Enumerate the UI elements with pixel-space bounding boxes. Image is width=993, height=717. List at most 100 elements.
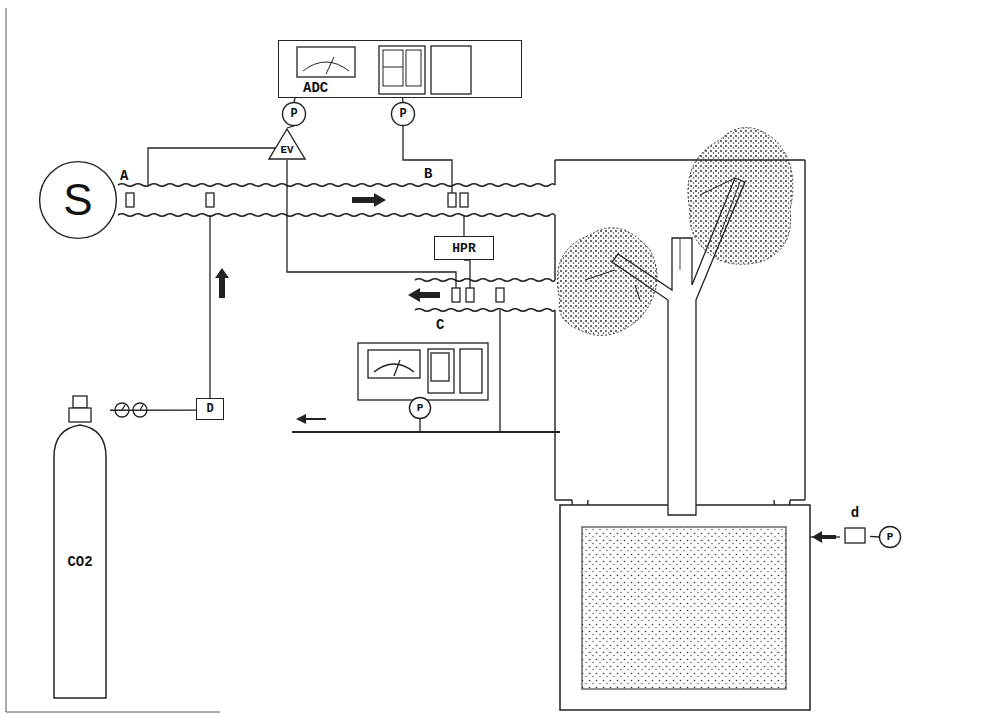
node-outline (879, 526, 900, 547)
flow-arrow (352, 193, 386, 207)
tree (585, 178, 740, 300)
sensor (496, 288, 504, 302)
node-label: CO2 (67, 555, 92, 569)
node-label: P (887, 532, 894, 543)
analyzer (358, 343, 488, 400)
growth-chamber (804, 160, 805, 500)
node-outline (406, 50, 421, 86)
sensor (448, 193, 456, 207)
circle-node: P (879, 526, 901, 548)
wire (463, 215, 464, 236)
wire (464, 260, 470, 288)
connector (870, 536, 879, 538)
regulator (140, 405, 143, 410)
analyzer (358, 343, 488, 400)
tree (680, 238, 681, 270)
node-label: HPR (452, 242, 475, 255)
circle-node: P (391, 102, 415, 126)
flow-arrow (296, 414, 326, 424)
wire (810, 536, 840, 537)
frame (6, 8, 7, 712)
tree (557, 228, 657, 336)
gas-tube (118, 184, 555, 187)
node-outline (50, 395, 110, 700)
gas-tube (415, 279, 555, 282)
node-label: EV (280, 145, 293, 156)
instrument-box: ADC (278, 40, 522, 98)
node-outline (73, 396, 87, 408)
node-outline (409, 397, 430, 418)
sensor (126, 193, 134, 207)
analyzer (368, 350, 420, 378)
frame (6, 8, 220, 712)
sensor (126, 193, 504, 302)
gas-tube (415, 309, 555, 312)
wire (292, 431, 560, 433)
frame (6, 712, 220, 713)
tree (688, 128, 793, 265)
connector (402, 98, 404, 102)
sensor (452, 288, 460, 302)
analyzer (394, 360, 400, 376)
gas-tube (118, 214, 555, 217)
sensor (460, 193, 468, 207)
circle-node: P (409, 397, 431, 419)
soil-container (560, 505, 810, 710)
gas-tube (118, 184, 555, 312)
node-outline (431, 46, 471, 94)
wire (419, 419, 420, 432)
node-label: P (290, 108, 297, 120)
node-outline (383, 67, 403, 68)
part-letter: A (120, 169, 128, 183)
wire (148, 126, 840, 537)
wire (499, 310, 500, 432)
wire (209, 215, 210, 398)
flow-arrow (408, 288, 440, 302)
connector (287, 126, 294, 128)
node-outline (69, 408, 91, 422)
soil-container (560, 505, 810, 710)
growth-chamber (554, 160, 555, 185)
node-outline (845, 528, 865, 543)
wire (148, 148, 276, 185)
flow-arrow (215, 268, 229, 298)
soil-container (582, 527, 786, 689)
instrument-box: HPR (434, 236, 494, 260)
instrument-box: D (196, 398, 224, 420)
node-label: P (417, 403, 424, 414)
node-label: ADC (303, 81, 328, 95)
connector (110, 409, 196, 410)
node-outline (326, 57, 334, 74)
part-letter: C (436, 318, 444, 332)
growth-chamber (554, 310, 555, 500)
analyzer (431, 353, 449, 381)
wire (403, 126, 452, 193)
sensor (466, 288, 474, 302)
node-outline (269, 129, 305, 159)
gas-cylinder: CO2 (50, 395, 110, 700)
node-outline (297, 47, 355, 77)
circle-node: P (282, 102, 306, 126)
tree (557, 128, 793, 516)
valve-triangle: EV (268, 128, 306, 160)
analyzer (374, 364, 414, 372)
part-letter: B (424, 167, 432, 181)
node-outline (383, 50, 403, 86)
wire (287, 160, 456, 288)
flow-box: d (840, 506, 870, 544)
analyzer (460, 349, 482, 393)
node-label: P (399, 108, 406, 120)
node-label: S (63, 178, 92, 222)
regulator (122, 405, 125, 410)
node-outline (40, 162, 117, 239)
connector (294, 98, 295, 102)
node-outline (303, 62, 349, 71)
node-label: d (851, 506, 859, 520)
sensor (206, 193, 214, 207)
node-outline (282, 102, 305, 125)
node-outline (379, 46, 425, 94)
analyzer (428, 349, 454, 393)
